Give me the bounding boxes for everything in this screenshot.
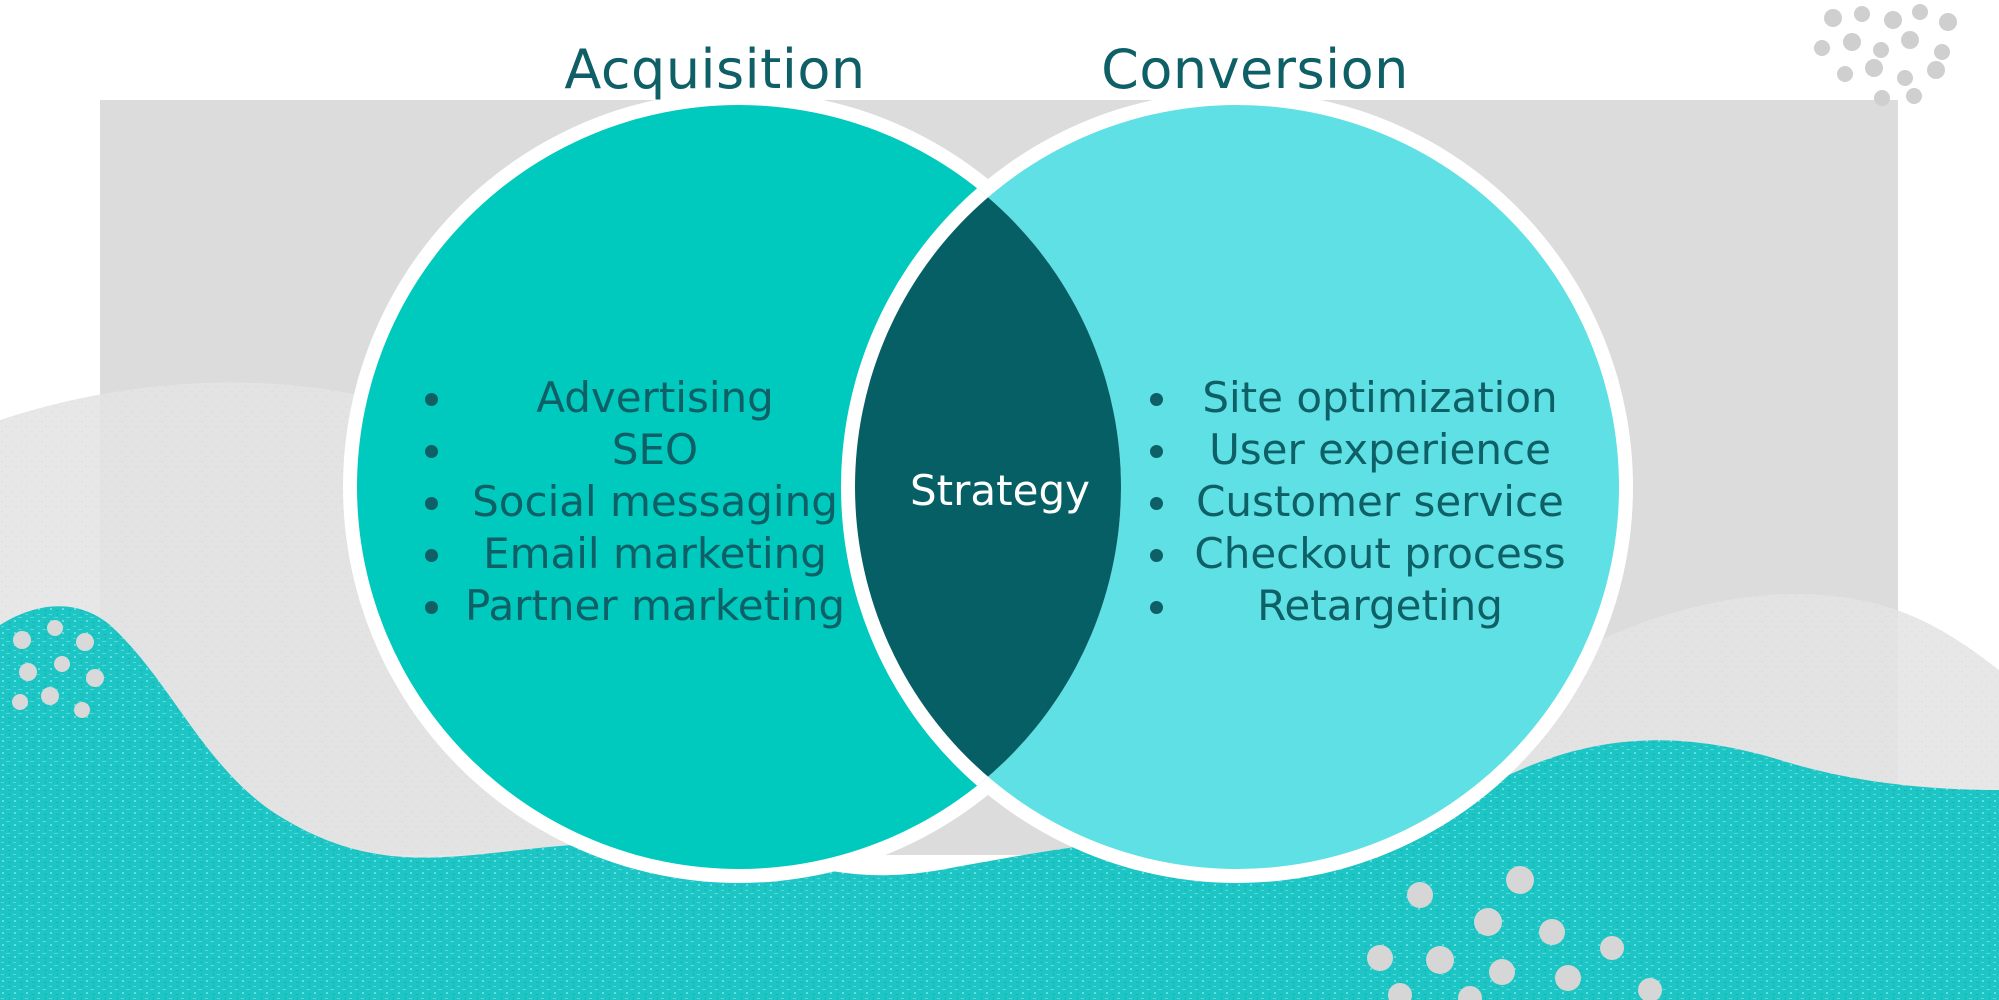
list-item-text: Customer service <box>1196 477 1564 526</box>
teal-wave <box>0 606 1999 1000</box>
list-item-text: Email marketing <box>483 529 827 578</box>
list-item: Advertising <box>425 372 845 424</box>
list-item-text: Checkout process <box>1194 529 1566 578</box>
list-item: Checkout process <box>1150 528 1570 580</box>
decorative-dots-bottom <box>1367 866 1662 1000</box>
list-item: Customer service <box>1150 476 1570 528</box>
list-item: Partner marketing <box>425 580 845 632</box>
bullet-icon <box>1150 497 1163 510</box>
bullet-icon <box>1150 445 1163 458</box>
list-item: Email marketing <box>425 528 845 580</box>
intersection-lens <box>855 105 1121 869</box>
bullet-icon <box>425 445 438 458</box>
list-item-text: Partner marketing <box>465 581 845 630</box>
list-item: Retargeting <box>1150 580 1570 632</box>
acquisition-title: Acquisition <box>564 38 866 101</box>
bullet-icon <box>425 549 438 562</box>
list-item-text: User experience <box>1209 425 1551 474</box>
acquisition-list: Advertising SEO Social messaging Email m… <box>425 372 845 632</box>
bullet-icon <box>425 497 438 510</box>
bullet-icon <box>1150 549 1163 562</box>
list-item-text: SEO <box>611 425 699 474</box>
list-item: User experience <box>1150 424 1570 476</box>
bullet-icon <box>425 601 438 614</box>
list-item: Site optimization <box>1150 372 1570 424</box>
conversion-title: Conversion <box>1101 38 1409 101</box>
list-item-text: Site optimization <box>1202 373 1558 422</box>
decorative-dots-top-right <box>1814 4 1957 106</box>
bullet-icon <box>425 393 438 406</box>
bullet-icon <box>1150 393 1163 406</box>
strategy-label: Strategy <box>910 466 1090 515</box>
list-item: SEO <box>425 424 845 476</box>
bullet-icon <box>1150 601 1163 614</box>
decorative-dots-left <box>12 620 104 718</box>
list-item: Social messaging <box>425 476 845 528</box>
conversion-list: Site optimization User experience Custom… <box>1150 372 1570 632</box>
list-item-text: Advertising <box>536 373 774 422</box>
list-item-text: Social messaging <box>472 477 838 526</box>
list-item-text: Retargeting <box>1257 581 1503 630</box>
